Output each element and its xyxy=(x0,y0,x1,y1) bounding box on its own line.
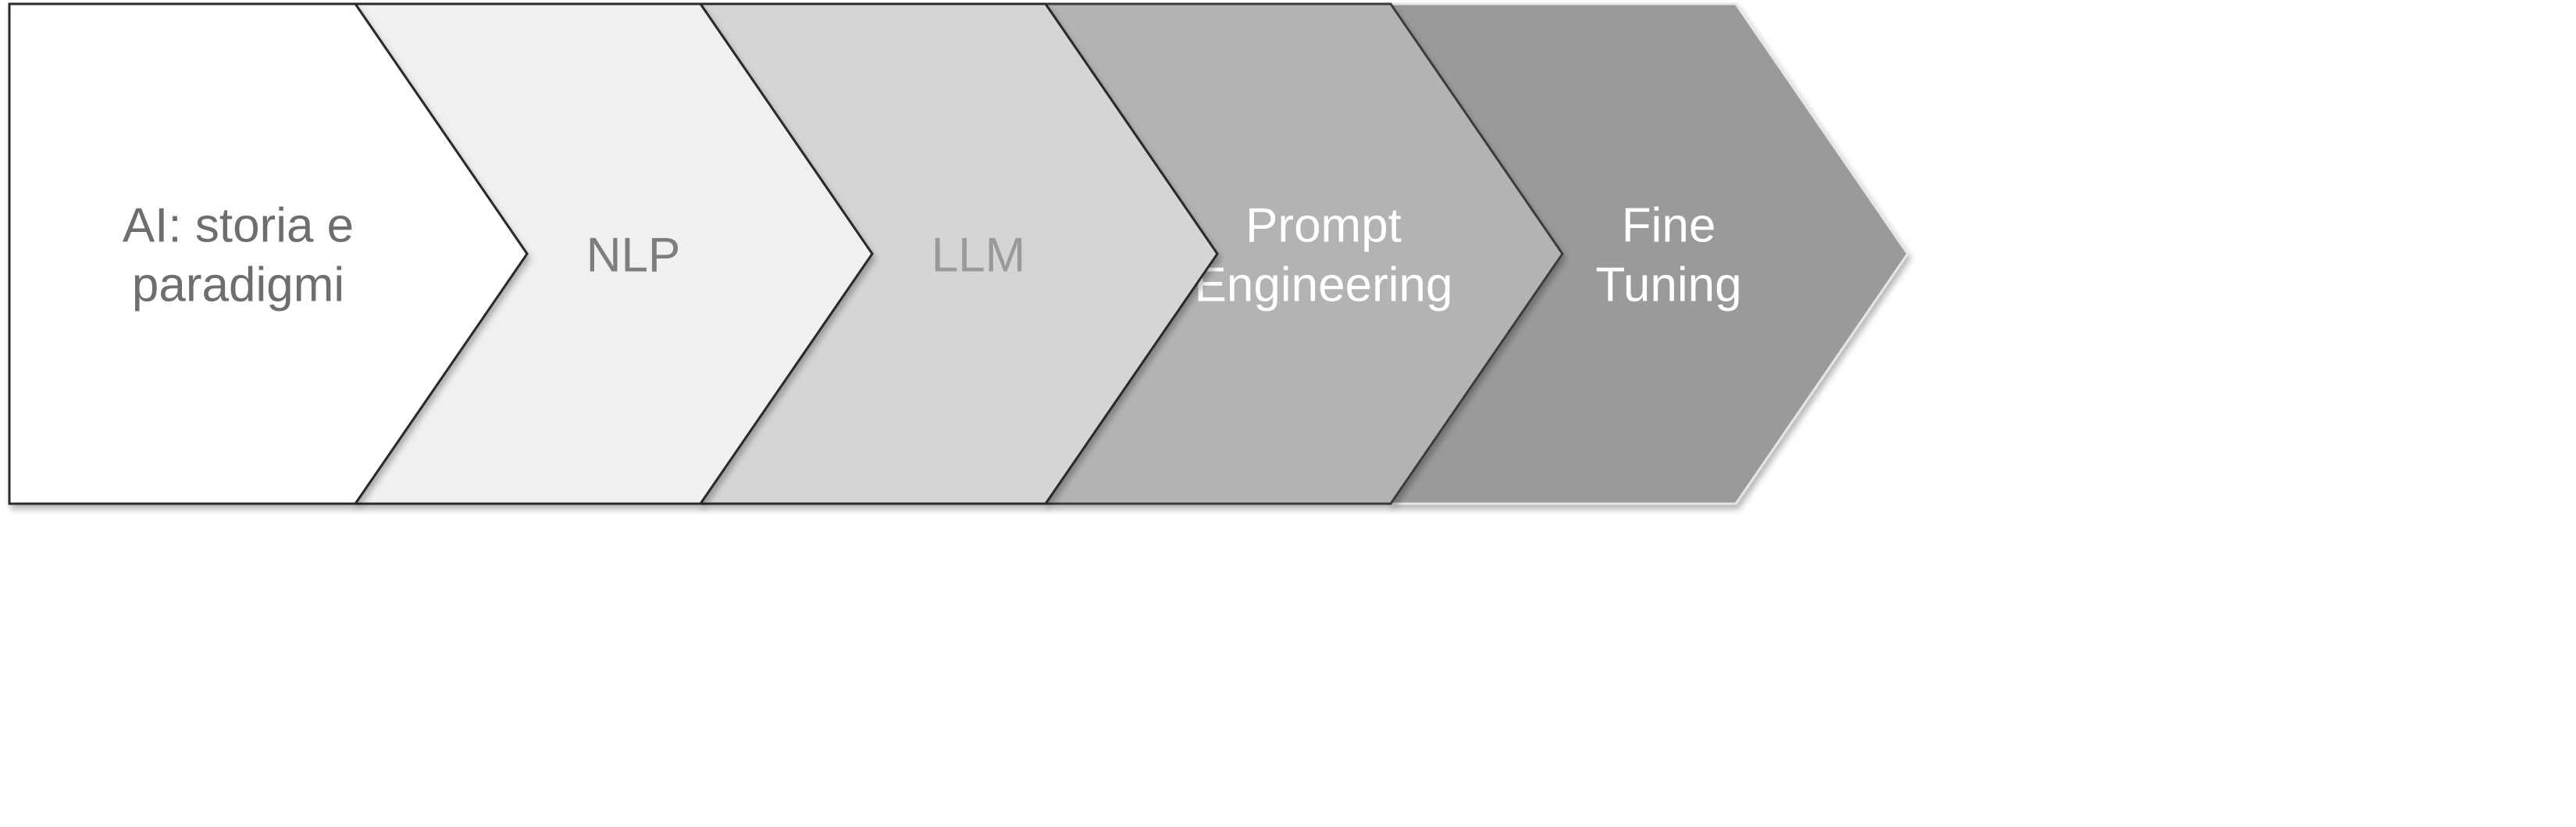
step-label-line: Tuning xyxy=(1595,258,1741,312)
step-label-line: Fine xyxy=(1622,198,1716,252)
step-label-ai-storia: AI: storia e paradigmi xyxy=(123,198,354,312)
step-label-line: AI: storia e xyxy=(123,198,354,252)
step-ai-storia: AI: storia e paradigmi xyxy=(8,2,529,505)
step-label-llm: LLM xyxy=(932,228,1026,282)
chevron-shape-ai-storia xyxy=(8,2,529,505)
step-label-line: LLM xyxy=(932,228,1026,282)
step-label-line: paradigmi xyxy=(132,258,344,312)
step-label-line: Engineering xyxy=(1195,258,1453,312)
step-label-nlp: NLP xyxy=(586,228,681,282)
step-nlp: NLP xyxy=(353,2,874,505)
step-llm: LLM xyxy=(698,2,1219,505)
step-label-line: NLP xyxy=(586,228,681,282)
step-label-line: Prompt xyxy=(1245,198,1402,252)
